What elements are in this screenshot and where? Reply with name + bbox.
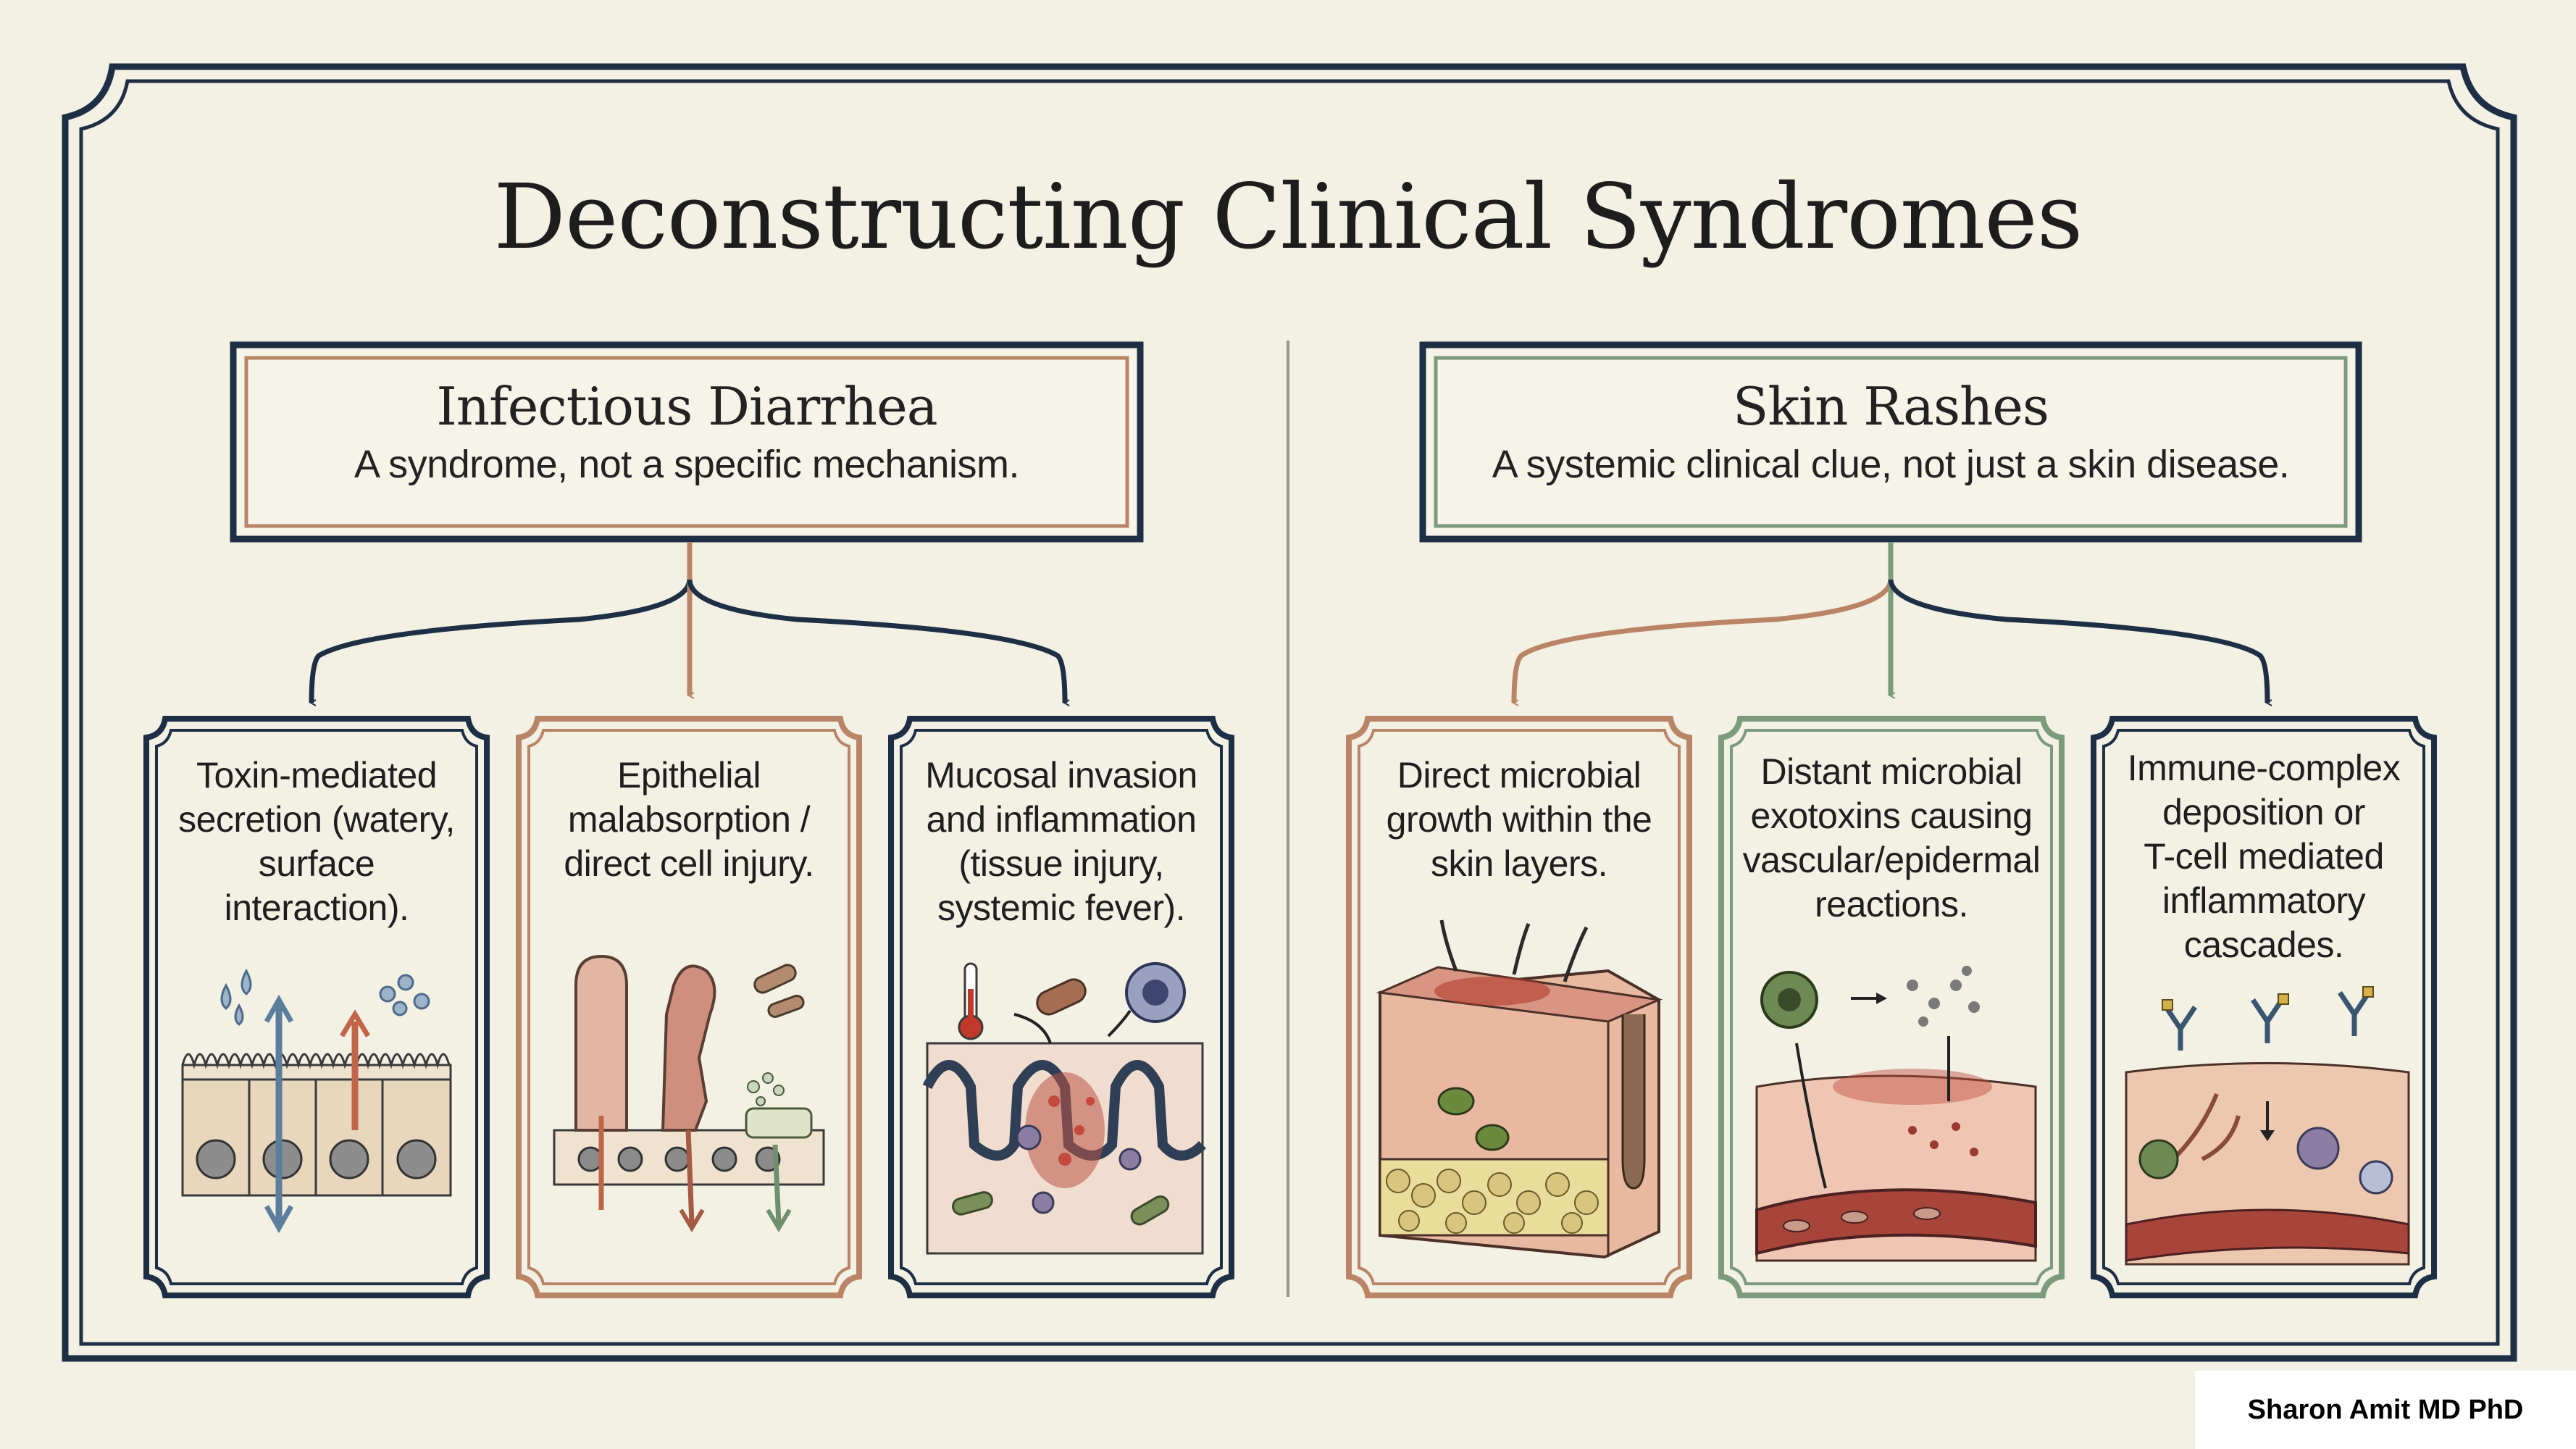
villi-toxin-secretion-icon [181,968,452,1234]
panel-line: deposition or [2162,792,2365,832]
immune-complex-icon [2125,986,2410,1266]
right-connectors [1511,542,2267,703]
panel-immune-complex: Immune-complex deposition or T-cell medi… [2104,746,2424,967]
header-subtitle: A syndrome, not a specific mechanism. [354,443,1019,486]
villi-injury-icon [553,954,825,1232]
panel-line: Distant microbial [1760,751,2023,792]
header-subtitle: A systemic clinical clue, not just a ski… [1492,443,2290,486]
header-box-left-border [230,341,1144,543]
panel-distant-exotoxins: Distant microbial exotoxins causing vasc… [1731,750,2052,927]
panel-line: growth within the [1386,799,1652,840]
header-infectious-diarrhea: Infectious Diarrhea A syndrome, not a sp… [233,345,1140,539]
panel-line: systemic fever). [937,888,1186,928]
panel-line: Immune-complex [2127,748,2401,788]
panel-line: Epithelial [617,755,761,796]
header-title: Infectious Diarrhea [436,376,937,437]
panel-line: Toxin-mediated [196,755,438,796]
skin-block-icon [1376,919,1663,1259]
panel-line: and inflammation [926,799,1197,840]
header-title: Skin Rashes [1733,376,2049,437]
header-box-right-border [1419,341,2362,543]
panel-line: reactions. [1815,884,1968,924]
panel-borders [143,716,2437,1298]
panel-mucosal-invasion: Mucosal invasion and inflammation (tissu… [901,753,1221,930]
panel-line: (tissue injury, [958,843,1164,884]
left-connectors [309,542,1065,703]
panel-line: malabsorption / [567,799,811,840]
panel-line: secretion (watery, [178,799,455,840]
panel-line: direct cell injury. [564,843,814,884]
panel-direct-microbial-growth: Direct microbial growth within the skin … [1359,753,1679,886]
panel-line: exotoxins causing [1750,796,2033,836]
panel-line: skin layers. [1430,843,1608,884]
exotoxin-vessel-icon [1755,966,2037,1262]
panel-toxin-mediated-secretion: Toxin-mediated secretion (watery, surfac… [156,753,477,930]
mucosal-invasion-icon [922,962,1206,1255]
panel-line: inflammatory [2162,880,2366,921]
page-title: Deconstructing Clinical Syndromes [493,165,2083,270]
panel-line: T-cell mediated [2144,836,2384,877]
panel-line: cascades. [2183,924,2344,965]
author-credit: Sharon Amit MD PhD [2195,1371,2576,1449]
panel-line: surface [258,843,375,884]
panel-line: vascular/epidermal [1742,840,2041,880]
panel-line: interaction). [224,888,409,928]
panel-line: Mucosal invasion [925,755,1197,796]
outer-frame [62,63,2517,1362]
panel-epithelial-malabsorption: Epithelial malabsorption / direct cell i… [529,753,849,886]
header-skin-rashes: Skin Rashes A systemic clinical clue, no… [1423,345,2359,539]
panel-line: Direct microbial [1397,755,1642,796]
